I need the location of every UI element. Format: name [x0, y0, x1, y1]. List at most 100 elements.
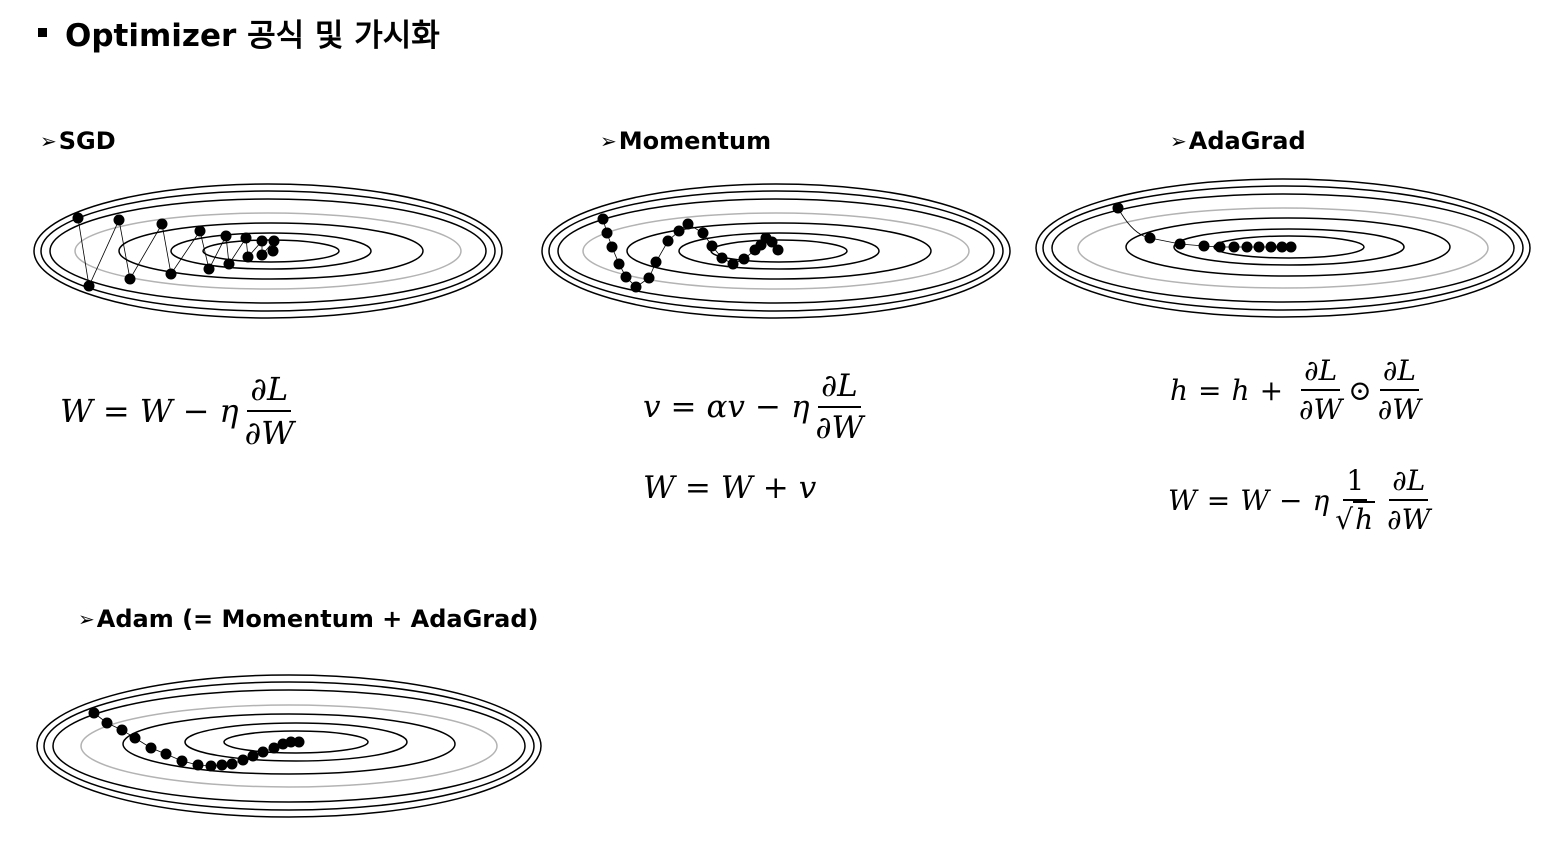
adam-contour-plot	[36, 674, 542, 818]
adagrad-points	[1112, 202, 1297, 253]
path-point	[268, 235, 280, 247]
sgd-path	[77, 217, 275, 288]
adagrad-equation-1: h = h + ∂L ∂W ⊙ ∂L ∂W	[1170, 354, 1427, 426]
page-title: Optimizer 공식 및 가시화	[38, 10, 440, 55]
path-point	[620, 271, 632, 283]
adam-heading-text: Adam (= Momentum + AdaGrad)	[96, 605, 539, 633]
path-point	[1228, 241, 1240, 253]
momentum-contour-plot	[541, 183, 1011, 319]
path-point	[601, 227, 613, 239]
momentum-contours	[541, 183, 1011, 319]
contour-ring	[52, 689, 526, 803]
arrow-bullet-icon: ➢	[1170, 129, 1187, 153]
contour-ring	[184, 722, 408, 762]
path-point	[220, 230, 232, 242]
path-point	[242, 251, 254, 263]
eq-symbol: v	[798, 470, 817, 506]
path-point	[247, 750, 259, 762]
path-point	[165, 268, 177, 280]
eq-fraction: 1 √h	[1335, 464, 1376, 536]
path-point	[630, 281, 642, 293]
path-point	[293, 736, 305, 748]
path-point	[1265, 241, 1277, 253]
eq-fraction: ∂L ∂W	[1378, 354, 1421, 426]
path-point	[1112, 202, 1124, 214]
eq-denominator: ∂W	[1299, 393, 1343, 426]
contour-ring	[118, 222, 424, 280]
eq-operator: =	[1206, 483, 1231, 517]
eq-symbol: W	[60, 392, 93, 430]
path-point	[643, 272, 655, 284]
contour-ring	[1173, 228, 1405, 266]
eq-operator: =	[102, 392, 130, 430]
eq-symbol: W	[643, 470, 675, 506]
eq-operator: +	[1259, 373, 1284, 407]
sgd-equation: W = W − η ∂L ∂W	[60, 370, 300, 452]
contour-ring	[170, 232, 372, 270]
path-point	[203, 263, 215, 275]
path-point	[662, 235, 674, 247]
contour-ring	[74, 212, 462, 290]
path-point	[1144, 232, 1156, 244]
path-point	[766, 236, 778, 248]
path-point	[176, 755, 188, 767]
path-point	[223, 258, 235, 270]
adagrad-heading: ➢ AdaGrad	[1170, 127, 1306, 155]
eq-symbol: W	[139, 392, 173, 430]
contour-ring	[36, 674, 542, 818]
contour-ring	[1051, 193, 1515, 303]
path-point	[192, 759, 204, 771]
adam-heading: ➢ Adam (= Momentum + AdaGrad)	[78, 605, 538, 633]
path-point	[156, 218, 168, 230]
contour-ring	[582, 212, 970, 290]
path-point	[240, 232, 252, 244]
eq-fraction: ∂L ∂W	[1387, 464, 1430, 536]
contour-ring	[33, 183, 503, 319]
path-point	[1241, 241, 1253, 253]
eq-numerator: ∂L	[818, 368, 861, 408]
path-point	[194, 225, 206, 237]
eq-operator: =	[1198, 373, 1222, 407]
path-point	[673, 225, 685, 237]
eq-numerator: ∂L	[1379, 354, 1419, 391]
eq-symbol: αv	[706, 389, 745, 425]
eq-symbol: η	[790, 389, 810, 425]
path-point	[285, 736, 297, 748]
contour-ring	[548, 190, 1004, 312]
adagrad-equation-2: W = W − η 1 √h ∂L ∂W	[1168, 464, 1436, 536]
eq-operator: −	[754, 389, 781, 425]
path-point	[697, 227, 709, 239]
path-point	[256, 249, 268, 261]
path-point	[1174, 238, 1186, 250]
eq-numerator: 1	[1343, 464, 1368, 501]
eq-numerator: ∂L	[1389, 464, 1429, 501]
path-point	[650, 256, 662, 268]
contour-ring	[40, 190, 496, 312]
eq-operator: =	[684, 470, 711, 506]
path-point	[129, 732, 141, 744]
path-point	[88, 707, 100, 719]
path-point	[160, 748, 172, 760]
path-point	[116, 724, 128, 736]
eq-symbol: h	[1170, 373, 1189, 407]
page-title-text: Optimizer 공식 및 가시화	[65, 18, 440, 54]
arrow-bullet-icon: ➢	[78, 607, 95, 631]
path-point	[113, 214, 125, 226]
adagrad-contours	[1035, 178, 1531, 318]
path-point	[706, 240, 718, 252]
path-point	[1285, 241, 1297, 253]
contour-ring	[626, 222, 932, 280]
sgd-contours	[33, 183, 503, 319]
path-point	[682, 218, 694, 230]
sqrt-denominator: √h	[1335, 501, 1376, 536]
sgd-heading-text: SGD	[58, 127, 116, 155]
eq-operator: =	[670, 389, 697, 425]
path-point	[716, 252, 728, 264]
sgd-contour-plot	[33, 183, 503, 319]
eq-denominator: ∂W	[1377, 393, 1422, 426]
path-point	[268, 742, 280, 754]
contour-ring	[49, 198, 487, 304]
contour-ring	[1035, 178, 1531, 318]
eq-symbol: η	[219, 392, 239, 430]
eq-fraction: ∂L ∂W	[1299, 354, 1342, 426]
